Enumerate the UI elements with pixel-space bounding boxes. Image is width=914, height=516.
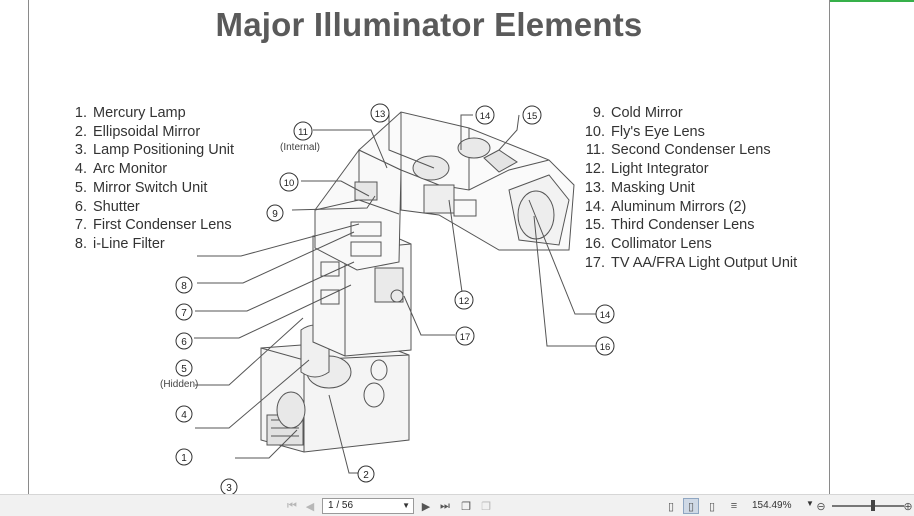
callout-10: 10 <box>279 172 299 192</box>
page-indicator: 1 / 56 <box>328 500 354 511</box>
callout-markers: 1 2 3 4 5 6 7 8 9 10 11 12 13 14 14 15 1… <box>175 103 615 494</box>
single-page-view-icon[interactable]: ▯ <box>667 500 675 513</box>
chevron-down-icon: ▼ <box>402 501 410 510</box>
legend-item: 13.Masking Unit <box>584 179 695 196</box>
zoom-out-icon[interactable]: ⊖ <box>816 500 826 513</box>
legend-item: 1.Mercury Lamp <box>74 105 186 121</box>
callout-1: 1 <box>175 448 193 466</box>
legend-item: 4.Arc Monitor <box>74 161 168 178</box>
next-page-icon[interactable]: ▶ <box>421 500 431 513</box>
legend-item: 5.Mirror Switch Unit <box>74 179 208 196</box>
viewer-toolbar: ⏮ ◀ 1 / 56 ▼ ▶ ⏭ ❐ ❐ ▯ ▯ ▯ ≡ 154.49% ▼ ⊖… <box>0 494 914 516</box>
callout-5: 5 <box>175 359 193 377</box>
legend-item: 2.Ellipsoidal Mirror <box>74 123 201 140</box>
legend-item: 7.First Condenser Lens <box>74 217 232 234</box>
skip-last-icon[interactable]: ⏭ <box>440 499 450 512</box>
legend-item: 14.Aluminum Mirrors (2) <box>584 198 747 215</box>
svg-text:15: 15 <box>527 111 538 122</box>
svg-text:14: 14 <box>600 310 611 321</box>
svg-text:10: 10 <box>284 178 295 189</box>
callout-17: 17 <box>455 326 475 346</box>
legend-item: 9.Cold Mirror <box>592 105 683 121</box>
callout-7: 7 <box>175 303 193 321</box>
machine-drawing <box>260 111 575 453</box>
callout-4: 4 <box>175 405 193 423</box>
continuous-view-icon[interactable]: ▯ <box>683 498 699 514</box>
svg-text:3: 3 <box>226 483 232 494</box>
document-page: Major Illuminator Elements 1.Mercury Lam… <box>28 0 830 494</box>
facing-pages-icon[interactable]: ▯ <box>708 500 716 513</box>
zoom-level[interactable]: 154.49% <box>752 500 792 511</box>
svg-text:2: 2 <box>363 470 369 481</box>
legend-item: 17.TV AA/FRA Light Output Unit <box>584 254 798 271</box>
legend-item: 15.Third Condenser Lens <box>584 217 755 234</box>
svg-text:17: 17 <box>460 332 471 343</box>
svg-text:9: 9 <box>272 209 278 220</box>
svg-text:12: 12 <box>459 296 470 307</box>
callout-2: 2 <box>357 465 375 483</box>
extract-page-icon[interactable]: ❐ <box>461 500 471 513</box>
hidden-note: (Hidden) <box>160 379 198 390</box>
accent-line <box>808 0 914 2</box>
illuminator-diagram: 1 2 3 4 5 6 7 8 9 10 11 12 13 14 14 15 1… <box>160 103 615 494</box>
callout-13: 13 <box>370 103 390 123</box>
cover-view-icon[interactable]: ≡ <box>730 500 738 512</box>
copy-page-icon[interactable]: ❐ <box>481 500 491 513</box>
svg-text:4: 4 <box>181 410 187 421</box>
leader-lines <box>194 113 611 474</box>
zoom-in-icon[interactable]: ⊕ <box>903 500 913 513</box>
page-number-select[interactable]: 1 / 56 ▼ <box>322 498 414 514</box>
legend-right: 9.Cold Mirror 10.Fly's Eye Lens 11.Secon… <box>579 104 797 272</box>
svg-text:8: 8 <box>181 281 187 292</box>
legend-item: 16.Collimator Lens <box>584 235 712 252</box>
callout-8: 8 <box>175 276 193 294</box>
legend-item: 3.Lamp Positioning Unit <box>74 142 235 159</box>
legend-item: 10.Fly's Eye Lens <box>584 123 705 140</box>
zoom-dropdown-icon[interactable]: ▼ <box>806 499 814 508</box>
previous-page-icon[interactable]: ◀ <box>305 500 315 513</box>
svg-text:16: 16 <box>600 342 611 353</box>
page-title: Major Illuminator Elements <box>215 6 643 43</box>
legend-item: 8.i-Line Filter <box>74 235 165 252</box>
svg-text:5: 5 <box>181 364 187 375</box>
callout-14-top: 14 <box>475 105 495 125</box>
callout-6: 6 <box>175 332 193 350</box>
svg-text:13: 13 <box>375 109 386 120</box>
callout-14-bottom: 14 <box>595 304 615 324</box>
internal-note: (Internal) <box>280 142 320 153</box>
legend-left: 1.Mercury Lamp 2.Ellipsoidal Mirror 3.La… <box>69 104 234 254</box>
legend-item: 6.Shutter <box>74 198 140 215</box>
callout-12: 12 <box>454 290 474 310</box>
svg-text:6: 6 <box>181 337 187 348</box>
svg-text:1: 1 <box>181 453 187 464</box>
zoom-slider-thumb[interactable] <box>871 500 875 511</box>
callout-15: 15 <box>522 105 542 125</box>
zoom-slider[interactable] <box>832 505 904 507</box>
svg-text:7: 7 <box>181 308 187 319</box>
callout-11: 11 <box>293 121 313 141</box>
svg-text:14: 14 <box>480 111 491 122</box>
svg-text:11: 11 <box>298 127 308 138</box>
callout-16: 16 <box>595 336 615 356</box>
callout-9: 9 <box>266 204 284 222</box>
legend-item: 11.Second Condenser Lens <box>585 142 771 159</box>
callout-3: 3 <box>220 478 238 494</box>
document-viewer: Major Illuminator Elements 1.Mercury Lam… <box>28 0 914 494</box>
skip-first-icon[interactable]: ⏮ <box>287 499 297 512</box>
legend-item: 12.Light Integrator <box>584 161 709 178</box>
